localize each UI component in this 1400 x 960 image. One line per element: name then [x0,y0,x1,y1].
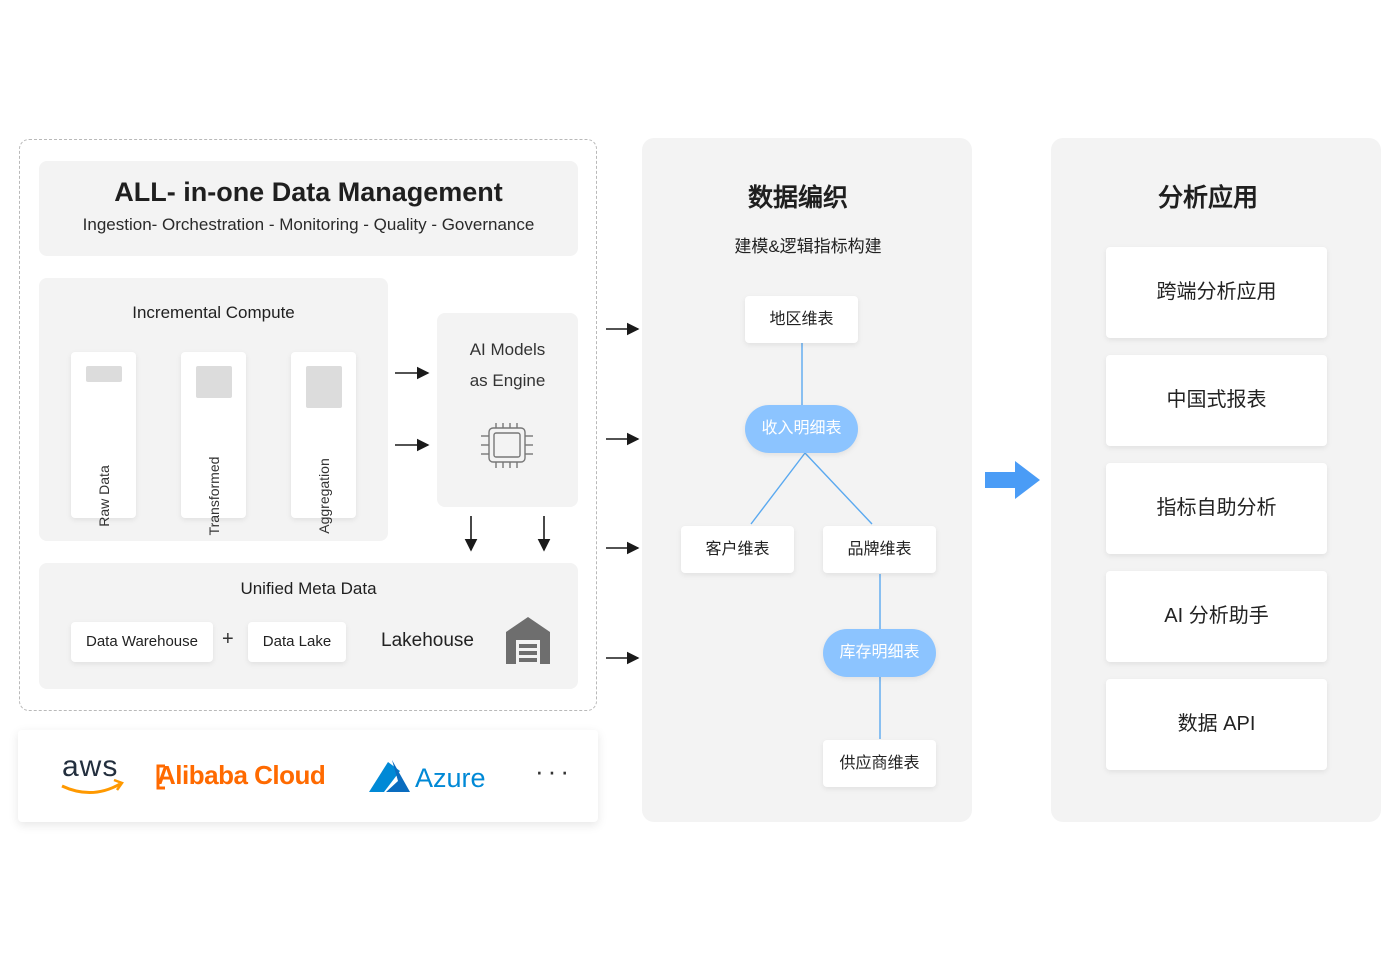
data-lake-chip: Data Lake [248,622,346,662]
data-management-subtitle: Ingestion- Orchestration - Monitoring - … [82,215,535,234]
ai-engine-line2: as Engine [469,371,546,390]
pill-inventory-detail: 库存明细表 [823,629,936,677]
data-fabric-panel [642,138,972,822]
fabric-connectors [750,343,881,739]
data-management-region [19,139,597,711]
cloud-provider-bar [18,730,598,822]
incremental-compute-title: Incremental Compute [132,303,295,322]
node-customer-dimension: 客户维表 [681,526,794,573]
azure-triangle-icon [369,760,410,792]
alibaba-cloud-logo: Alibaba Cloud [157,760,326,790]
warehouse-icon [506,617,550,664]
unified-meta-data-title: Unified Meta Data [240,579,377,598]
data-fabric-title: 数据编织 [747,184,848,212]
plus-sign: + [222,628,234,650]
aggregation-swatch [305,366,342,408]
raw-data-card: Raw Data [71,352,136,527]
more-providers: ··· [535,756,573,786]
chip-icon [481,423,533,468]
lakehouse-label: Lakehouse [381,630,474,651]
big-right-arrow-icon [985,461,1040,499]
node-region-dimension: 地区维表 [745,296,858,343]
data-management-header: ALL- in-one Data Management Ingestion- O… [39,161,578,256]
aws-smile-icon [61,782,121,794]
data-management-title: ALL- in-one Data Management [114,177,503,207]
app-card-data-api: 数据 API [1106,679,1327,770]
ai-engine-box: AI Models as Engine [437,313,578,507]
node-brand-dimension: 品牌维表 [823,526,936,573]
app-card-self-service-metrics: 指标自助分析 [1106,463,1327,554]
azure-logo: Azure [415,763,486,793]
ai-engine-line1: AI Models [469,340,546,359]
transformed-card: Transformed [181,352,246,535]
app-card-chinese-reports: 中国式报表 [1106,355,1327,446]
raw-data-swatch [85,366,122,382]
transformed-swatch [195,366,232,398]
aws-logo: aws [62,750,119,783]
app-card-ai-assistant: AI 分析助手 [1106,571,1327,662]
app-card-cross-platform: 跨端分析应用 [1106,247,1327,338]
data-fabric-subtitle: 建模&逻辑指标构建 [734,237,882,256]
data-warehouse-chip: Data Warehouse [71,622,213,662]
analytics-apps-title: 分析应用 [1157,184,1258,212]
aggregation-card: Aggregation [291,352,356,534]
node-supplier-dimension: 供应商维表 [823,740,936,787]
pill-revenue-detail: 收入明细表 [745,405,858,453]
alibaba-bracket-icon [156,764,165,790]
